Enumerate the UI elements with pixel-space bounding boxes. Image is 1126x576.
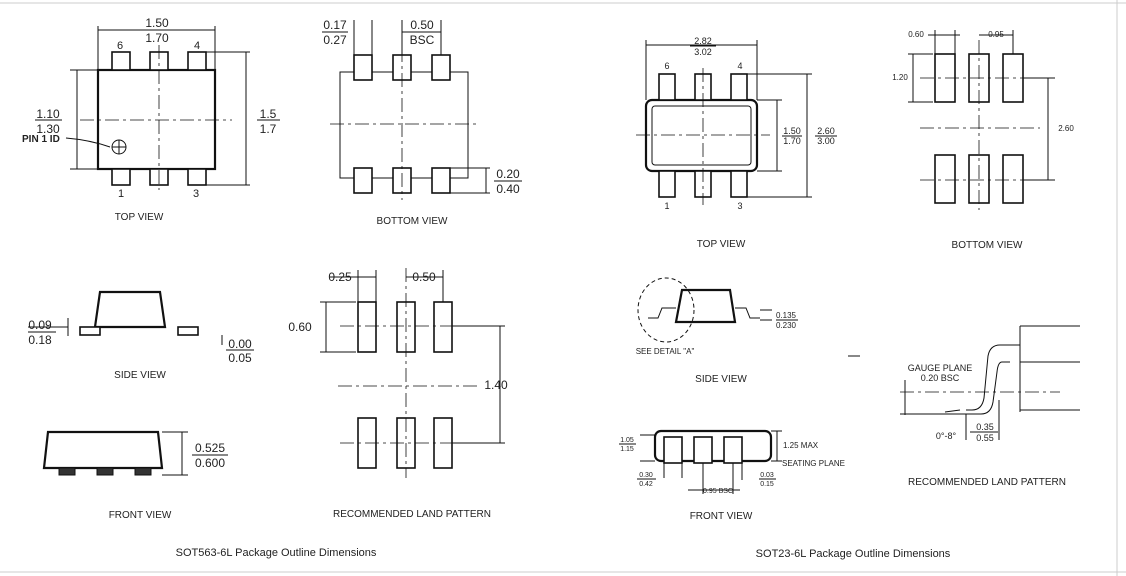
front-gap-max: 0.15 (760, 481, 774, 488)
front-height-min: 0.525 (195, 441, 225, 455)
seating-plane-label: SEATING PLANE (782, 459, 845, 468)
front-height-max: 0.600 (195, 456, 225, 470)
front-lead-width-min: 0.30 (639, 472, 653, 479)
sot23-side-view: 0.135 0.230 SEE DETAIL "A" SIDE VIEW (636, 277, 798, 385)
sot563-side-view: 0.09 0.18 0.00 0.05 SIDE VIEW (28, 290, 254, 381)
sot23-top-view: 2.82 3.02 6 4 1 3 1.50 1.70 2.60 3.00 TO… (636, 36, 837, 250)
gauge-plane-label: GAUGE PLANE (908, 363, 973, 373)
detail-foot-max: 0.55 (976, 433, 994, 443)
sot563-top-view: 1.50 1.70 6 4 1 3 1.10 1.30 1.5 1.7 PIN … (22, 16, 280, 223)
pin1-label: 1 (118, 188, 124, 200)
sot23-pin1: 1 (664, 201, 669, 211)
sot563-side-caption: SIDE VIEW (114, 370, 166, 381)
sot23-side-caption: SIDE VIEW (695, 374, 747, 385)
sot563-bottom-caption: BOTTOM VIEW (377, 216, 448, 227)
sot23-length-max: 3.02 (694, 47, 712, 57)
sot23-title: SOT23-6L Package Outline Dimensions (756, 548, 951, 560)
lead-length-min: 0.20 (496, 167, 520, 181)
pin4-label: 4 (194, 40, 200, 52)
land-pad-width: 0.25 (328, 270, 352, 284)
front-standoff-max: 1.15 (620, 446, 634, 453)
lead-width-min: 0.17 (323, 18, 347, 32)
sot23-body-width-max: 1.70 (783, 136, 801, 146)
sot23-pin3: 3 (737, 201, 742, 211)
lead-width-max: 0.27 (323, 33, 347, 47)
front-max-height: 1.25 MAX (783, 441, 819, 450)
side-lead-t-max: 0.230 (776, 321, 797, 330)
top-width-min: 1.50 (145, 16, 169, 30)
land-pitch: 0.50 (412, 270, 436, 284)
sot23-body-width-min: 1.50 (783, 126, 801, 136)
sot23-front-view: 1.05 1.15 1.25 MAX SEATING PLANE 0.30 0.… (619, 429, 845, 522)
sot23-bottom-caption: BOTTOM VIEW (952, 240, 1023, 251)
sot23-total-width-max: 3.00 (817, 136, 835, 146)
side-lead-t-min: 0.135 (776, 311, 797, 320)
sot23-pin4: 4 (737, 61, 742, 71)
sot23-bottom-view: 0.60 0.95 1.20 2.60 BOTTOM VIEW (892, 30, 1074, 251)
sot23-detail-a: GAUGE PLANE 0.20 BSC 0°-8° 0.35 0.55 REC… (848, 325, 1080, 488)
top-total-min: 1.5 (260, 107, 277, 121)
bottom-span: 2.60 (1058, 124, 1074, 133)
sot563-land-caption: RECOMMENDED LAND PATTERN (333, 509, 491, 520)
side-standoff-max: 0.18 (28, 333, 52, 347)
detail-angle: 0°-8° (936, 431, 957, 441)
detail-foot-min: 0.35 (976, 422, 994, 432)
land-span: 1.40 (484, 378, 508, 392)
sot23-total-width-min: 2.60 (817, 126, 835, 136)
lead-length-max: 0.40 (496, 182, 520, 196)
side-lead-min: 0.00 (228, 337, 252, 351)
sot563-bottom-view: 0.17 0.27 0.50 BSC 0.20 0.40 BOTTOM VIEW (322, 18, 522, 227)
sot563-top-caption: TOP VIEW (115, 212, 164, 223)
sot23-detail-caption: RECOMMENDED LAND PATTERN (908, 477, 1066, 488)
side-lead-max: 0.05 (228, 351, 252, 365)
top-total-max: 1.7 (260, 122, 277, 136)
sot563-title: SOT563-6L Package Outline Dimensions (176, 547, 377, 559)
pitch-value: 0.50 (410, 18, 434, 32)
pin6-label: 6 (117, 40, 123, 52)
see-detail-label: SEE DETAIL "A" (636, 347, 695, 356)
gauge-plane-value: 0.20 BSC (921, 373, 960, 383)
side-standoff-min: 0.09 (28, 318, 52, 332)
top-height-min: 1.10 (36, 107, 60, 121)
sot563-front-caption: FRONT VIEW (109, 510, 172, 521)
pin-1-id-label: PIN 1 ID (22, 134, 60, 145)
sot23-length-min: 2.82 (694, 36, 712, 46)
pitch-note: BSC (410, 33, 435, 47)
pin3-label: 3 (193, 188, 199, 200)
top-width-max: 1.70 (145, 31, 169, 45)
top-height-max: 1.30 (36, 122, 60, 136)
front-standoff-min: 1.05 (620, 437, 634, 444)
sot563-front-view: 0.525 0.600 FRONT VIEW (42, 430, 228, 521)
sot23-top-caption: TOP VIEW (697, 239, 746, 250)
bottom-pad-height: 1.20 (892, 73, 908, 82)
sot23-pin6: 6 (664, 61, 669, 71)
sot563-land-pattern: 0.25 0.50 0.60 1.40 RECOMMENDED LAND PAT… (288, 268, 508, 520)
bottom-pad-width: 0.60 (908, 30, 924, 39)
front-pitch: 0.95 BSC (703, 488, 733, 495)
sot23-front-caption: FRONT VIEW (690, 511, 753, 522)
bottom-pitch: 0.95 (988, 30, 1004, 39)
front-lead-width-max: 0.42 (639, 481, 653, 488)
land-pad-height: 0.60 (288, 320, 312, 334)
front-gap-min: 0.03 (760, 472, 774, 479)
